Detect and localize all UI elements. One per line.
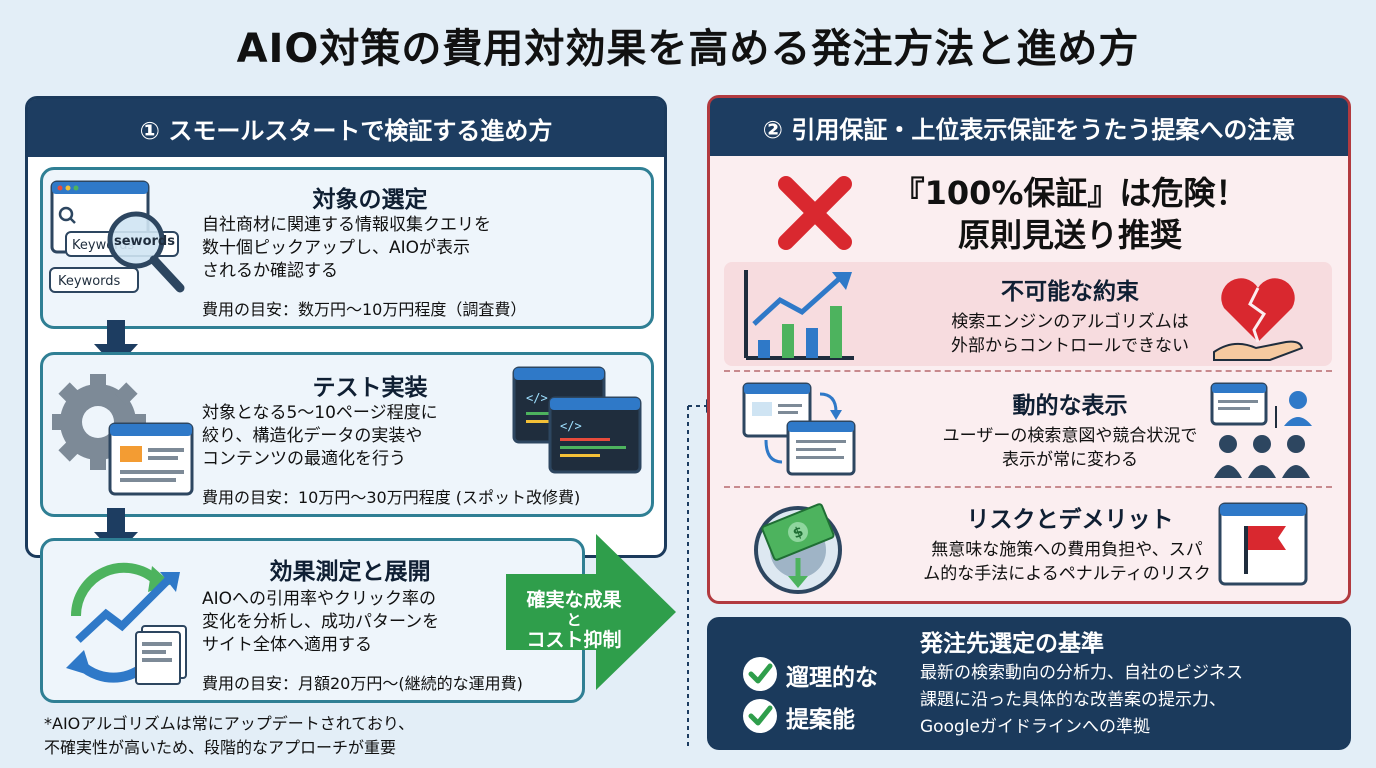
criteria-text: 最新の検索動向の分析力、自社のビジネス 課題に沿った具体的な改善案の提示力、 G… [920,663,1243,737]
row-divider [724,486,1332,488]
step-3-cost: 費用の目安：月額20万円〜(継続的な運用費) [202,674,523,693]
result-arrow-shape [506,534,676,690]
red-flag-window-icon [1218,502,1308,586]
page-title: AIO対策の費用対効果を高める発注方法と進め方 [236,26,1140,72]
svg-text:sewords: sewords [114,234,175,249]
step-2-cost: 費用の目安：10万円〜30万円程度 (スポット改修費) [202,488,581,507]
gear-webpage-icon [52,374,194,496]
step-1-cost: 費用の目安：数万円〜10万円程度（調査費） [202,300,527,319]
result-arrow-label: 確実な成果 と コスト抑制 [506,588,642,652]
step-1-text: 自社商材に関連する情報収集クエリを 数十個ピックアップし、AIOが表示 されるか… [202,215,491,281]
result-line-1: 確実な成果 [526,589,622,611]
row-3-text: 無意味な施策への費用負担や、スパ ム的な手法によるペナルティのリスク [923,540,1211,584]
keywords-tag-2: Keywords [58,274,121,289]
step-2-title: テスト実装 [312,375,428,401]
check-label-2: 提案能 [786,707,855,733]
result-line-3: コスト抑制 [526,629,622,651]
footnote: *AIOアルゴリズムは常にアップデートされており、 不確実性が高いため、段階的な… [44,714,415,757]
check-circle-icon [743,657,777,691]
result-line-2: と [566,611,582,629]
check-circle-icon [743,699,777,733]
vendor-criteria-box [707,617,1351,750]
row-2-text: ユーザーの検索意図や競合状況で 表示が常に変わる [942,426,1198,470]
rising-chart-icon [744,270,854,360]
criteria-title: 発注先選定の基準 [920,631,1104,657]
step-2-text: 対象となる5〜10ページ程度に 絞り、構造化データの実装や コンテンツの最適化を… [202,403,438,469]
step-1-title: 対象の選定 [312,187,428,213]
small-start-header: ① スモールスタートで検証する進め方 [28,99,664,157]
row-divider [724,370,1332,372]
dynamic-pages-icon [742,382,856,476]
svg-text:</>: </> [526,391,548,405]
code-window-icon: </> </> [512,366,642,474]
row-2-title: 動的な表示 [1012,393,1128,419]
guarantee-warning-header: ② 引用保証・上位表示保証をうたう提案への注意 [710,98,1348,156]
users-screen-icon [1210,382,1312,478]
svg-text:</>: </> [560,419,582,433]
step-target-selection [40,167,654,329]
row-1-text: 検索エンジンのアルゴリズムは 外部からコントロールできない [951,312,1189,356]
row-1-title: 不可能な約束 [1001,279,1139,305]
growth-cycle-icon [66,562,187,685]
money-drain-icon: $ [754,503,842,594]
danger-x-icon [778,176,852,250]
warning-headline: 『100%保証』は危険！ 原則見送り推奨 [892,174,1248,254]
keyword-search-icon: Keywords Keywords sewords [49,180,185,293]
row-3-title: リスクとデメリット [966,507,1174,533]
step-3-title: 効果測定と展開 [269,559,431,585]
step-3-text: AIOへの引用率やクリック率の 変化を分析し、成功パターンを サイト全体へ適用す… [202,589,440,655]
broken-heart-hand-icon [1213,278,1304,361]
check-label-1: 遛理的な [786,665,878,691]
